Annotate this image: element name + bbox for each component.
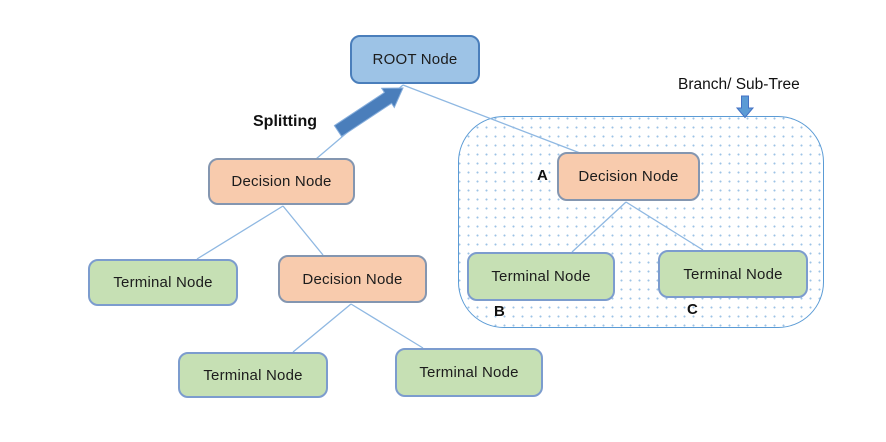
decision-node-left: Decision Node	[208, 158, 355, 205]
splitting-arrow-icon	[333, 87, 404, 138]
branch-subtree-label: Branch/ Sub-Tree	[678, 76, 800, 93]
node-letter-c: C	[687, 301, 698, 318]
branch-arrow-icon	[735, 95, 755, 119]
root-node: ROOT Node	[350, 35, 480, 84]
node-letter-a: A	[537, 167, 548, 184]
subtree-terminal-node-b: Terminal Node	[467, 252, 615, 301]
terminal-node-left: Terminal Node	[88, 259, 238, 306]
node-letter-b: B	[494, 303, 505, 320]
subtree-decision-node-a: Decision Node	[557, 152, 700, 201]
decision-node-mid: Decision Node	[278, 255, 427, 303]
splitting-label: Splitting	[253, 113, 317, 130]
subtree-terminal-node-c: Terminal Node	[658, 250, 808, 298]
terminal-node-mid: Terminal Node	[178, 352, 328, 398]
terminal-node-right: Terminal Node	[395, 348, 543, 397]
